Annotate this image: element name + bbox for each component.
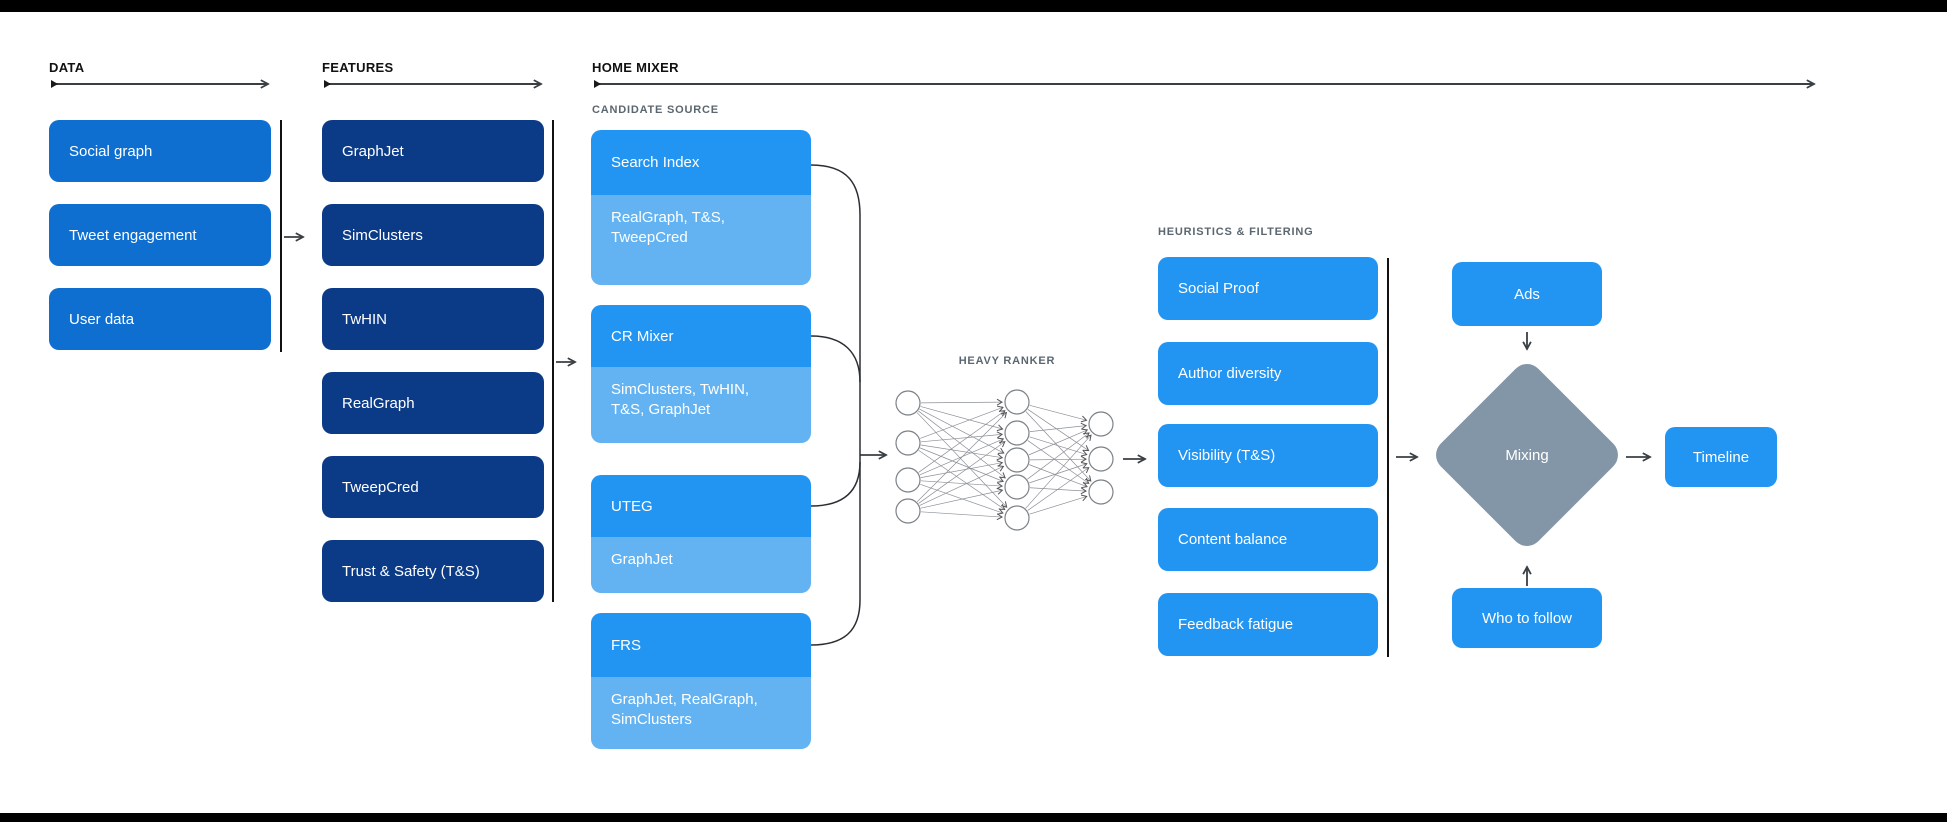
- heuristic-box-social-proof: Social Proof: [1158, 257, 1378, 320]
- network-node: [895, 498, 921, 524]
- candidate-sources: GraphJet, RealGraph, SimClusters: [591, 677, 811, 749]
- network-edge: [920, 405, 1004, 439]
- search-index-connector: [810, 164, 861, 600]
- candidate-source-label: CANDIDATE SOURCE: [592, 104, 719, 116]
- data-box-social-graph: Social graph: [49, 120, 271, 182]
- uteg-connector: [810, 461, 861, 507]
- network-edge: [920, 398, 1003, 406]
- candidate-sources: RealGraph, T&S, TweepCred: [591, 195, 811, 285]
- network-edge: [1027, 432, 1090, 480]
- heuristic-box-visibility: Visibility (T&S): [1158, 424, 1378, 487]
- top-black-bar: [0, 0, 1947, 12]
- network-edge: [919, 465, 1005, 506]
- timeline-box: Timeline: [1665, 427, 1777, 487]
- network-edge: [1029, 464, 1088, 489]
- heuristic-box-feedback-fatigue: Feedback fatigue: [1158, 593, 1378, 656]
- network-node: [1088, 446, 1114, 472]
- network-edge: [1027, 467, 1090, 511]
- section-header-data: DATA: [49, 60, 85, 75]
- network-edge: [918, 441, 1006, 504]
- ads-box: Ads: [1452, 262, 1602, 326]
- network-edge: [1025, 434, 1092, 509]
- network-node: [1004, 505, 1030, 531]
- network-edge: [920, 406, 1004, 432]
- candidate-group-uteg: UTEG GraphJet: [591, 475, 811, 593]
- network-edge: [919, 408, 1005, 454]
- candidate-sources: SimClusters, TwHIN, T&S, GraphJet: [591, 367, 811, 443]
- feature-box-tweepcred: TweepCred: [322, 456, 544, 518]
- network-edge: [919, 447, 1004, 483]
- network-edge: [918, 410, 1006, 473]
- candidate-group-frs: FRS GraphJet, RealGraph, SimClusters: [591, 613, 811, 749]
- network-edge: [918, 450, 1006, 511]
- network-edge: [1027, 440, 1090, 484]
- network-edge: [920, 460, 1004, 478]
- network-edge: [1029, 436, 1088, 457]
- feature-box-graphjet: GraphJet: [322, 120, 544, 182]
- network-node: [1004, 474, 1030, 500]
- candidate-group-cr-mixer: CR Mixer SimClusters, TwHIN, T&S, GraphJ…: [591, 305, 811, 443]
- network-edge: [1029, 404, 1088, 423]
- heuristic-box-content-balance: Content balance: [1158, 508, 1378, 571]
- cr-mixer-connector: [810, 335, 861, 383]
- frs-connector: [810, 599, 861, 646]
- network-edge: [920, 483, 1004, 515]
- network-edge: [1029, 461, 1088, 484]
- network-edge: [920, 511, 1004, 521]
- candidate-sources: GraphJet: [591, 537, 811, 593]
- data-box-tweet-engagement: Tweet engagement: [49, 204, 271, 266]
- mixing-diamond-label: Mixing: [1505, 446, 1549, 464]
- network-edge: [920, 487, 1004, 509]
- network-edge: [1025, 411, 1092, 482]
- candidate-name: CR Mixer: [591, 305, 811, 367]
- candidate-name: Search Index: [591, 130, 811, 195]
- network-edge: [1029, 494, 1088, 515]
- section-header-features: FEATURES: [322, 60, 394, 75]
- network-edge: [920, 431, 1004, 443]
- candidate-name: UTEG: [591, 475, 811, 537]
- network-edge: [1028, 428, 1089, 456]
- network-edge: [1027, 409, 1090, 452]
- network-edge: [916, 412, 1008, 508]
- feature-box-twhin: TwHIN: [322, 288, 544, 350]
- feature-box-simclusters: SimClusters: [322, 204, 544, 266]
- network-edge: [918, 410, 1006, 479]
- network-edge: [919, 437, 1005, 476]
- network-node: [895, 430, 921, 456]
- network-node: [1004, 447, 1030, 473]
- network-edge: [1029, 422, 1088, 432]
- feature-box-trust-safety: Trust & Safety (T&S): [322, 540, 544, 602]
- network-node: [1088, 411, 1114, 437]
- candidate-name: FRS: [591, 613, 811, 677]
- heavy-ranker-label: HEAVY RANKER: [958, 355, 1056, 367]
- network-node: [895, 390, 921, 416]
- candidate-group-search-index: Search Index RealGraph, T&S, TweepCred: [591, 130, 811, 285]
- network-node: [895, 467, 921, 493]
- section-header-home-mixer: HOME MIXER: [592, 60, 679, 75]
- network-node: [1088, 479, 1114, 505]
- network-edge: [1029, 455, 1087, 463]
- feature-box-realgraph: RealGraph: [322, 372, 544, 434]
- network-edge: [920, 480, 1004, 490]
- data-box-user-data: User data: [49, 288, 271, 350]
- network-edge: [920, 444, 1004, 461]
- heavy-ranker-network: [895, 389, 1114, 531]
- who-to-follow-box: Who to follow: [1452, 588, 1602, 648]
- network-node: [1004, 389, 1030, 415]
- network-edge: [916, 411, 1008, 503]
- heuristic-box-author-diversity: Author diversity: [1158, 342, 1378, 405]
- heuristics-filtering-label: HEURISTICS & FILTERING: [1158, 226, 1314, 238]
- network-node: [1004, 420, 1030, 446]
- bottom-black-bar: [0, 813, 1947, 822]
